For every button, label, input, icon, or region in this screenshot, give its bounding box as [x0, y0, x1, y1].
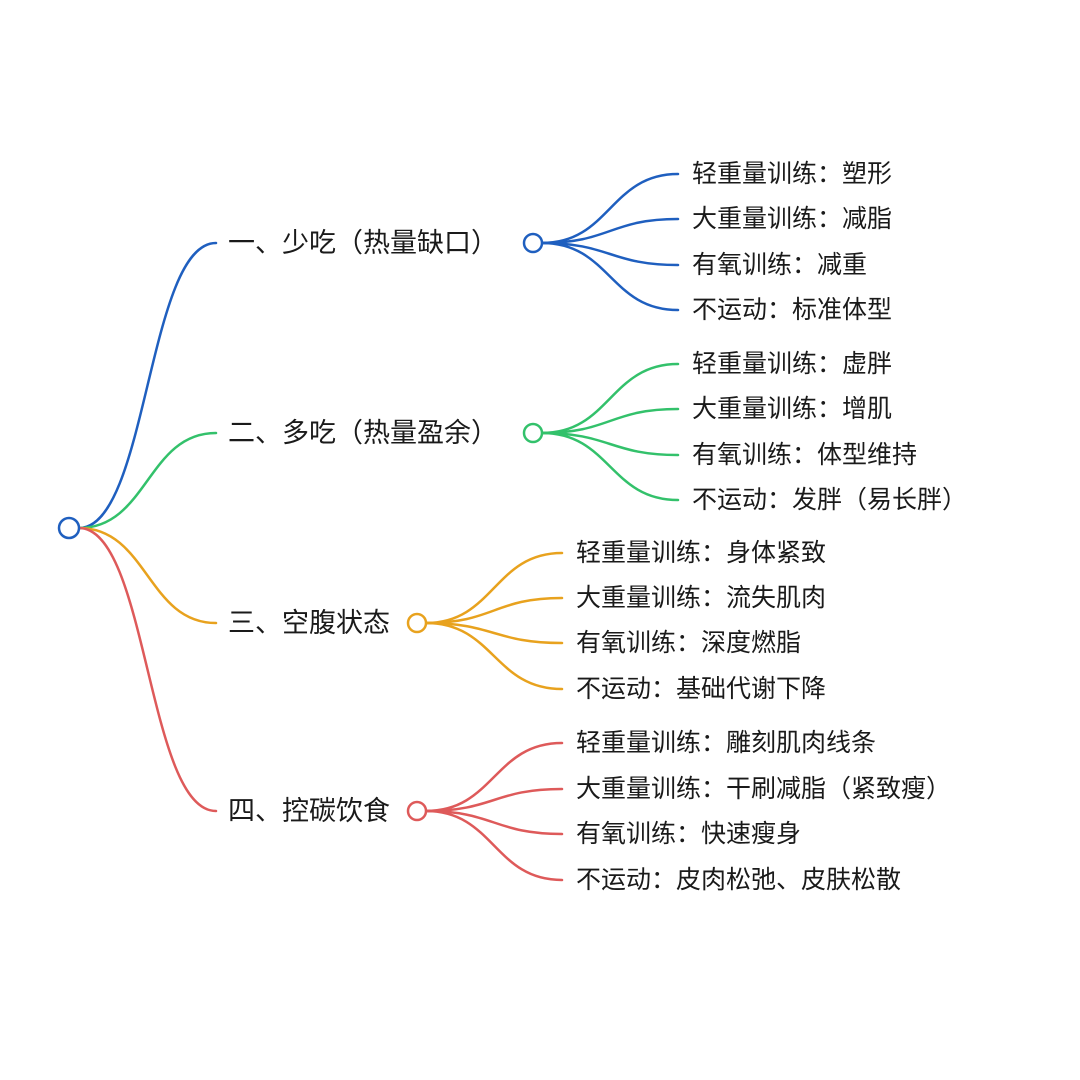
- root-connector: [77, 526, 218, 625]
- branch-node[interactable]: [406, 612, 428, 634]
- leaf-connector: [540, 431, 680, 502]
- leaf-connector: [424, 809, 564, 882]
- leaf-label: 大重量训练：减脂: [692, 204, 892, 233]
- leaf-label: 大重量训练：干刷减脂（紧致瘦）: [576, 774, 951, 803]
- leaf-label: 有氧训练：快速瘦身: [576, 819, 801, 848]
- branch-4: 四、控碳饮食 轻重量训练：雕刻肌肉线条 大重量训练：干刷减脂（紧致瘦） 有氧训练…: [228, 728, 951, 894]
- root-connector: [77, 241, 218, 530]
- branch-node[interactable]: [522, 232, 544, 254]
- leaf-label: 不运动：基础代谢下降: [576, 674, 826, 703]
- branch-1: 一、少吃（热量缺口） 轻重量训练：塑形 大重量训练：减脂 有氧训练：减重 不运动…: [228, 159, 892, 324]
- leaf-label: 大重量训练：流失肌肉: [576, 583, 826, 612]
- leaf-label: 有氧训练：体型维持: [692, 440, 917, 469]
- leaf-connector: [540, 407, 680, 435]
- leaf-connector: [540, 241, 680, 312]
- leaf-label: 不运动：标准体型: [692, 295, 892, 324]
- root-connector: [77, 526, 218, 813]
- leaf-connector: [424, 787, 564, 813]
- leaf-label: 轻重量训练：虚胖: [692, 349, 892, 378]
- leaf-connector: [424, 621, 564, 645]
- leaf-label: 不运动：皮肉松弛、皮肤松散: [576, 865, 901, 894]
- leaf-connector: [424, 621, 564, 691]
- branch-label: 三、空腹状态: [228, 608, 390, 639]
- leaf-connector: [424, 596, 564, 625]
- root-node[interactable]: [57, 516, 81, 540]
- leaf-connector: [540, 431, 680, 457]
- leaf-label: 有氧训练：减重: [692, 250, 867, 279]
- leaf-label: 有氧训练：深度燃脂: [576, 628, 801, 657]
- leaf-connector: [424, 741, 564, 813]
- leaf-connector: [540, 241, 680, 267]
- leaf-label: 轻重量训练：身体紧致: [576, 538, 826, 567]
- branch-2: 二、多吃（热量盈余） 轻重量训练：虚胖 大重量训练：增肌 有氧训练：体型维持 不…: [228, 349, 967, 514]
- leaf-label: 轻重量训练：塑形: [692, 159, 892, 188]
- leaf-label: 轻重量训练：雕刻肌肉线条: [576, 728, 876, 757]
- branch-label: 四、控碳饮食: [228, 796, 390, 827]
- leaf-label: 不运动：发胖（易长胖）: [692, 485, 967, 514]
- leaf-connector: [540, 362, 680, 435]
- branch-label: 二、多吃（热量盈余）: [228, 418, 498, 449]
- branch-node[interactable]: [522, 422, 544, 444]
- branch-3: 三、空腹状态 轻重量训练：身体紧致 大重量训练：流失肌肉 有氧训练：深度燃脂 不…: [228, 538, 826, 703]
- branch-node[interactable]: [406, 800, 428, 822]
- leaf-connector: [540, 172, 680, 245]
- connector-lines: [77, 172, 680, 882]
- leaf-label: 大重量训练：增肌: [692, 394, 892, 423]
- leaf-connector: [424, 551, 564, 625]
- leaf-connector: [540, 217, 680, 245]
- branch-label: 一、少吃（热量缺口）: [228, 228, 498, 259]
- root-connector: [77, 431, 218, 530]
- leaf-connector: [424, 809, 564, 836]
